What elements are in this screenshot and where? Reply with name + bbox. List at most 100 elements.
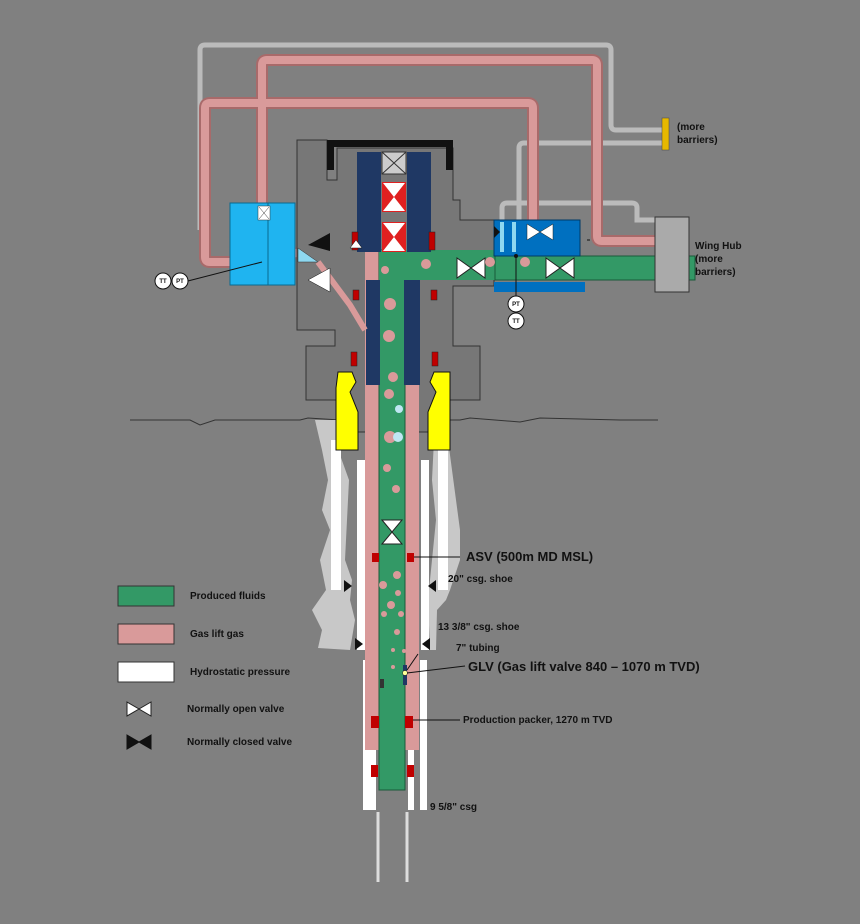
lower-seal-right [407, 765, 414, 777]
gas-bubble [393, 432, 403, 442]
gas-bubble [406, 565, 412, 571]
legend-item: Produced fluids [117, 585, 266, 607]
more-barriers-right-line1: (more [695, 254, 723, 265]
pt-right: PT [507, 295, 525, 313]
gas-bubble [392, 485, 400, 493]
injection-line-cyan [297, 247, 319, 263]
packer-right [405, 716, 413, 728]
chemical-line-2 [512, 222, 516, 252]
leader-lines [406, 239, 590, 721]
pt-left-text: PT [176, 279, 184, 285]
glv-port [402, 670, 408, 676]
shoe-13-left [355, 638, 363, 650]
closed-valve-icon [126, 734, 152, 750]
wing-hub-label: Wing Hub [695, 241, 742, 252]
casing-13-right [421, 460, 429, 650]
hydraulic-valve-icon [258, 206, 270, 220]
legend-swatch [117, 623, 175, 645]
gas-bubble [393, 571, 401, 579]
hanger-lock-left [335, 371, 359, 451]
tt-left: TT [154, 272, 172, 290]
gas-bubble [384, 431, 396, 443]
legend-label: Gas lift gas [190, 629, 244, 640]
gas-bubble [383, 464, 391, 472]
gas-bubble [387, 601, 395, 609]
legend-item: Normally closed valve [126, 734, 292, 750]
annulus-valve-open-icon [307, 267, 331, 293]
annulus-hydrostatic-left [370, 750, 376, 810]
asv-label: ASV (500m MD MSL) [466, 549, 593, 564]
tubing-hanger-left [357, 152, 381, 252]
gas-bubble [384, 389, 394, 399]
shoe-20-right [428, 580, 436, 592]
packer-label: Production packer, 1270 m TVD [463, 715, 613, 726]
wing-hub [654, 216, 690, 293]
shoe-20-left [344, 580, 352, 592]
gas-bubble [402, 649, 406, 653]
chemical-valve-icon [526, 223, 554, 241]
master-valve-lower-icon [383, 223, 405, 251]
tubing-7-label: 7" tubing [456, 643, 500, 654]
legend-item: Normally open valve [126, 701, 285, 717]
legend-swatch [117, 585, 175, 607]
casing-13-left [357, 460, 365, 650]
more-barriers-top-line1: (more [677, 122, 705, 133]
legend-item: Hydrostatic pressure [117, 661, 290, 683]
casing-20-left [331, 440, 341, 590]
control-lines [197, 42, 664, 230]
pt-left: PT [171, 272, 189, 290]
more-barriers-top-line2: barriers) [677, 135, 718, 146]
gas-bubble [485, 257, 495, 267]
pt-right-text: PT [512, 302, 520, 308]
hanger-body-right [404, 280, 420, 385]
pt-tt-right-tap [514, 254, 518, 258]
csg-9-label: 9 5/8" csg [430, 802, 477, 813]
casing-20-right [438, 440, 448, 590]
legend-swatch [117, 661, 175, 683]
gas-bubble [391, 648, 395, 652]
wing-check-icon [494, 226, 500, 238]
chemical-line [500, 222, 504, 252]
gas-bubble [394, 629, 400, 635]
legend-label: Normally closed valve [187, 737, 292, 748]
gas-bubble [395, 590, 401, 596]
gas-bubble [383, 330, 395, 342]
tt-right: TT [507, 312, 525, 330]
tt-left-text: TT [159, 279, 167, 285]
tt-right-text: TT [512, 319, 520, 325]
legend-label: Hydrostatic pressure [190, 667, 290, 678]
packer-left [371, 716, 379, 728]
glv-label: GLV (Gas lift valve 840 – 1070 m TVD) [468, 659, 700, 674]
gas-bubble [398, 611, 404, 617]
lower-seal-left [371, 765, 378, 777]
gas-bubble [381, 611, 387, 617]
gas-bubble [520, 257, 530, 267]
shoe-13-right [422, 638, 430, 650]
gas-bubble [388, 372, 398, 382]
legend-item: Gas lift gas [117, 623, 244, 645]
wing-lower-block [494, 282, 585, 292]
tt-pt-left-leader [183, 261, 263, 283]
legend-label: Normally open valve [187, 704, 285, 715]
tree-cap [327, 140, 453, 170]
asv-seal-left [372, 553, 379, 562]
gas-bubbles [379, 257, 530, 669]
annulus-hydrostatic-right [408, 750, 414, 810]
casing-9-right [420, 660, 427, 810]
gas-bubble [395, 405, 403, 413]
hanger-lock-right [427, 371, 451, 451]
gas-bubble [381, 266, 389, 274]
asv-seal-right [407, 553, 414, 562]
glv-body-left [380, 679, 384, 688]
barrier-tag-icon [661, 117, 670, 151]
legend-label: Produced fluids [190, 591, 266, 602]
gas-bubble [384, 298, 396, 310]
swab-cap-cross-icon [381, 151, 407, 175]
annulus-valve-closed-icon [308, 233, 330, 251]
gas-bubble [391, 665, 395, 669]
wing-actuator-block [493, 219, 581, 257]
more-barriers-right-line2: barriers) [695, 267, 736, 278]
wing-valve-2-icon [545, 257, 575, 279]
